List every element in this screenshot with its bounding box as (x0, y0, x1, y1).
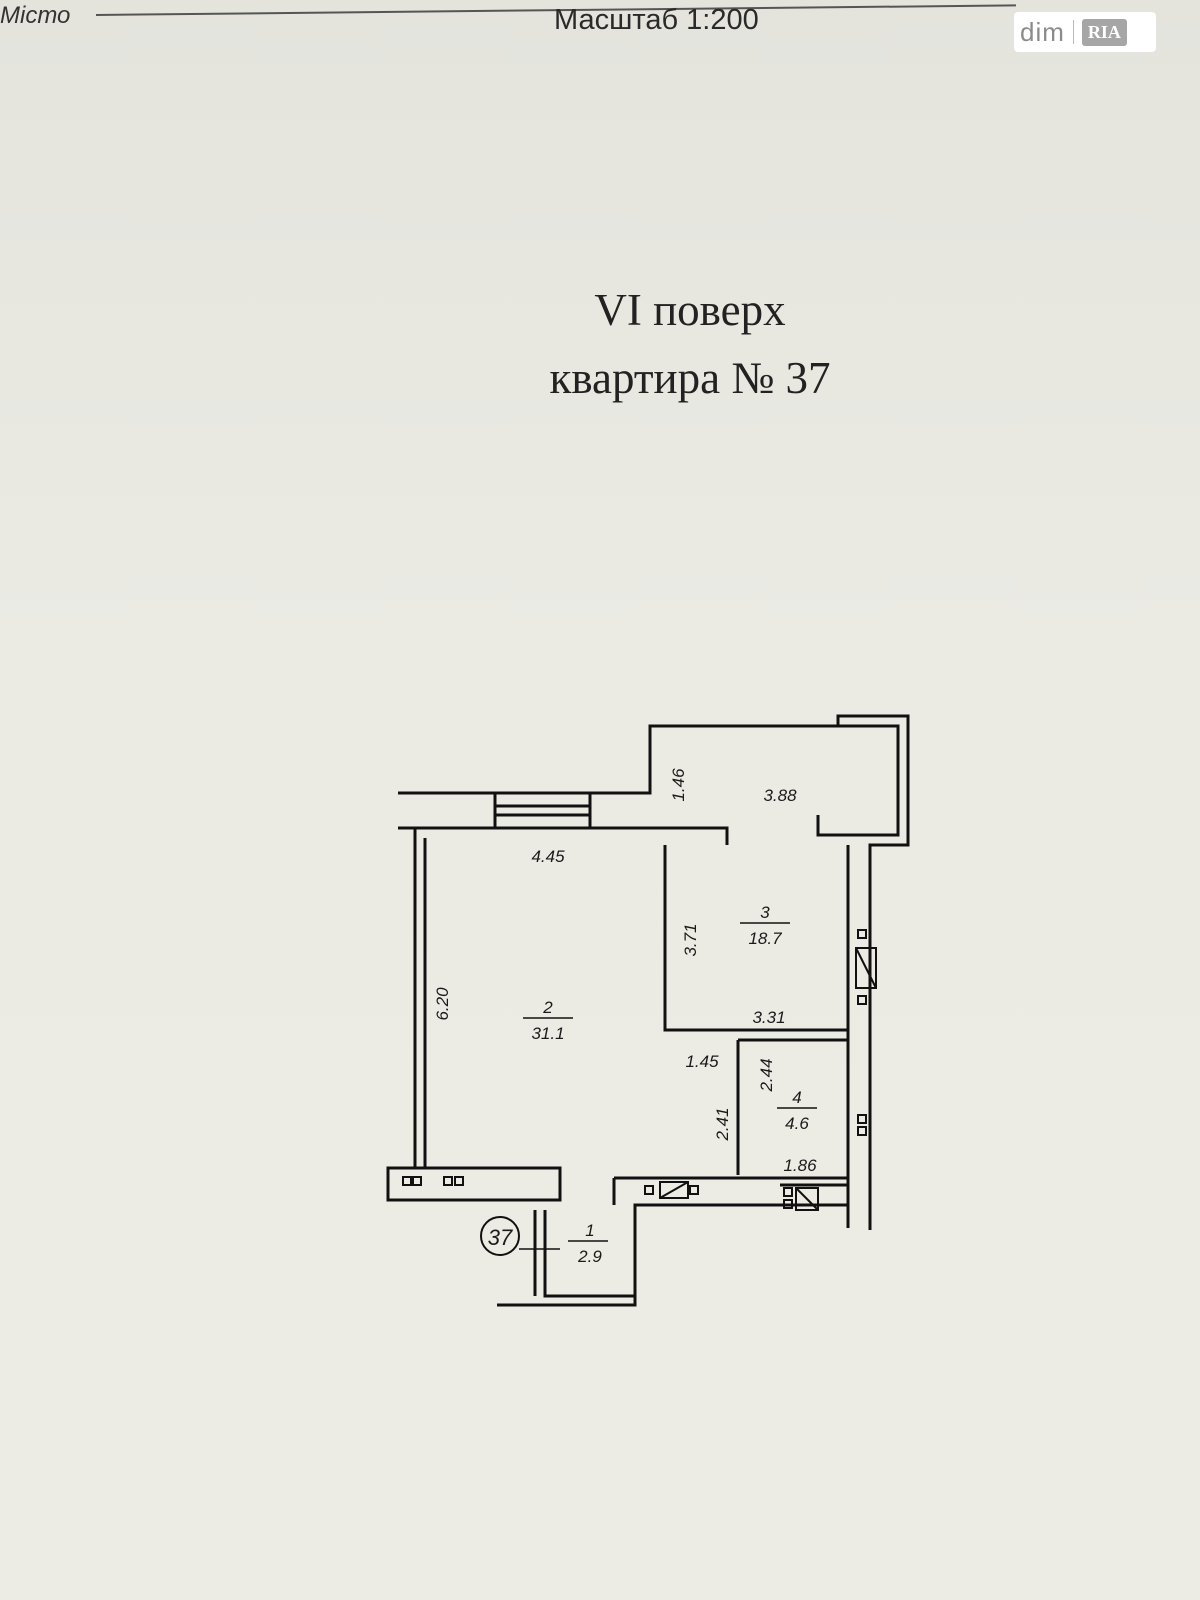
dim-6-20: 6.20 (433, 987, 452, 1021)
dim-1-46: 1.46 (669, 768, 688, 802)
wall-bottom-right (497, 1176, 850, 1307)
apartment-title: квартира № 37 (549, 353, 831, 403)
apartment-number: 37 (488, 1225, 513, 1250)
dim-ria-watermark: dim RIA (1014, 12, 1156, 52)
shaft-symbol-1 (783, 1187, 793, 1197)
dimension-labels: 1.46 3.88 4.45 3.71 6.20 3.31 1.45 2.44 … (433, 768, 817, 1175)
dim-1-45: 1.45 (685, 1052, 719, 1071)
watermark-dim-text: dim (1020, 16, 1065, 47)
room-2-number: 2 (542, 998, 553, 1017)
wall-corner-right (836, 714, 910, 1230)
room-2-label: 2 31.1 (523, 998, 573, 1043)
dim-2-44: 2.44 (757, 1058, 776, 1092)
wall-top-middle-lower (590, 826, 729, 845)
room-4-label: 4 4.6 (777, 1088, 817, 1133)
riser-diagonal (855, 947, 877, 989)
riser-box (855, 947, 877, 989)
dim-2-41: 2.41 (713, 1107, 732, 1141)
vent-symbol-1 (402, 1176, 412, 1186)
plan-walls (386, 714, 910, 1307)
vent-symbol-6 (689, 1185, 699, 1195)
floor-title: VI поверх (594, 285, 786, 335)
room-2-area: 31.1 (531, 1024, 564, 1043)
room-1-area: 2.9 (577, 1247, 602, 1266)
wall-shaft-bottom (780, 1183, 850, 1228)
scale-label: Масштаб 1:200 (554, 4, 759, 36)
vent-symbol-2 (412, 1176, 422, 1186)
wall-room3-left (663, 845, 848, 1032)
dim-4-45: 4.45 (531, 847, 565, 866)
vent-symbol-4 (454, 1176, 464, 1186)
utility-symbols (402, 929, 877, 1211)
room-4-area: 4.6 (785, 1114, 809, 1133)
room-3-label: 3 18.7 (740, 903, 790, 948)
dim-3-71: 3.71 (681, 923, 700, 956)
wall-room4 (736, 1038, 850, 1175)
wall-entry-left (533, 1210, 635, 1298)
wall-top-middle (590, 724, 727, 795)
wall-bottom-left (386, 1166, 562, 1202)
stove-diagonal (659, 1181, 689, 1199)
riser-symbol-4 (857, 1126, 867, 1136)
room-1-number: 1 (585, 1221, 594, 1240)
dim-1-86: 1.86 (783, 1156, 817, 1175)
riser-symbol-1 (857, 929, 867, 939)
room-4-number: 4 (792, 1088, 801, 1107)
dim-3-88: 3.88 (763, 786, 797, 805)
shaft-box (795, 1187, 819, 1211)
vent-symbol-3 (443, 1176, 453, 1186)
room-3-area: 18.7 (748, 929, 782, 948)
window-top (493, 791, 592, 830)
vent-symbol-5 (644, 1185, 654, 1195)
riser-symbol-2 (857, 995, 867, 1005)
room-3-number: 3 (760, 903, 770, 922)
dim-3-31: 3.31 (752, 1008, 785, 1027)
watermark-ria-text: RIA (1081, 18, 1127, 46)
shaft-diagonal (795, 1187, 819, 1211)
stove-symbol (659, 1181, 689, 1199)
corner-label: Місто (0, 2, 71, 29)
wall-top-left (398, 791, 497, 830)
room-1-label: 1 2.9 (568, 1221, 608, 1266)
apartment-number-circle (480, 1216, 520, 1256)
watermark-separator (1072, 20, 1074, 44)
shaft-symbol-2 (783, 1199, 793, 1209)
riser-symbol-3 (857, 1114, 867, 1124)
wall-corner-right-inner (816, 724, 900, 837)
